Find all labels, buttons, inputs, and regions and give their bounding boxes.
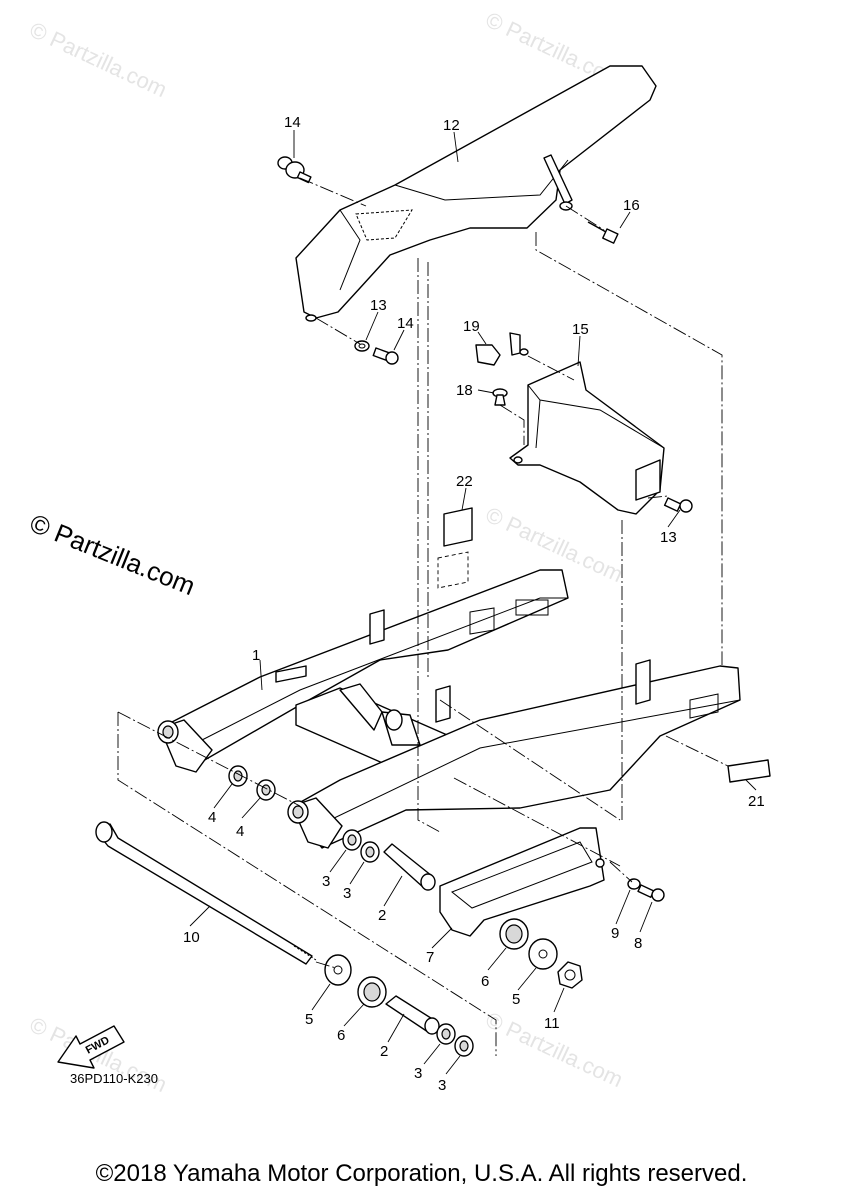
callout-7: 7 [426,949,434,966]
callout-5-a: 5 [512,991,520,1008]
callout-14: 14 [397,315,414,332]
bolt-18 [587,221,619,244]
callout-labels: 14 12 16 13 14 19 15 18 22 13 1 21 4 4 3… [183,114,765,1094]
bearing-3-b [360,841,380,863]
callout-2-b: 2 [380,1043,388,1060]
callout-13: 13 [370,297,387,314]
seal-6-left [357,976,387,1008]
seal-6-right [499,918,529,950]
callout-3-a: 3 [322,873,330,890]
bearing-3-d [454,1035,474,1057]
callout-20: 19 [463,318,480,335]
callout-11: 11 [544,1015,560,1032]
callout-2-a: 2 [378,907,386,924]
callout-5-b: 5 [305,1011,313,1028]
leader-lines [189,130,757,1075]
callout-10: 10 [183,929,200,946]
callout-17: 15 [572,321,589,338]
collar-2-a [383,843,436,891]
bolt-15 [663,497,693,513]
callout-4-b: 4 [236,823,244,840]
callout-19: 18 [456,382,473,399]
callout-6-a: 6 [481,973,489,990]
bolt-8 [637,884,665,902]
fwd-arrow-icon: FWD [57,1025,125,1069]
bolt-16 [277,156,312,184]
washer-13-bolt-14 [354,340,399,365]
watermark-faint: © Partzilla.com [26,17,171,102]
callout-8: 8 [634,935,642,952]
callout-3-c: 3 [414,1065,422,1082]
label-21 [727,759,771,783]
callout-22: 22 [456,473,473,490]
bearing-3-a [342,829,362,851]
callout-16: 14 [284,114,301,131]
callout-1: 1 [252,647,260,664]
drawing-code: 36PD110-K230 [70,1071,158,1086]
clamp-20 [475,332,529,366]
callout-4-a: 4 [208,809,216,826]
rear-arm-1 [157,569,741,849]
guard-17 [509,361,665,515]
callout-3-d: 3 [438,1077,446,1094]
nut-11 [557,961,583,989]
washer-5-left [324,954,352,986]
callout-12: 12 [443,117,460,134]
bearing-4-b [256,779,276,801]
copyright-notice: ©2018 Yamaha Motor Corporation, U.S.A. A… [95,1160,748,1187]
callout-18: 16 [623,197,640,214]
rivet-19 [492,388,508,406]
bearing-3-c [436,1023,456,1045]
watermark-prominent: © Partzilla.com [26,508,200,601]
assembly-lines [117,177,729,1056]
callout-9: 9 [611,925,619,942]
label-22 [437,507,473,589]
callout-15: 13 [660,529,677,546]
bearing-4-a [228,765,248,787]
chain-case-12 [295,65,657,322]
callout-21: 21 [748,793,765,810]
washer-5-right [528,938,558,970]
callout-6-b: 6 [337,1027,345,1044]
callout-3-b: 3 [343,885,351,902]
collar-2-b [385,995,440,1035]
pivot-shaft-10 [95,821,317,965]
chain-puller-7 [439,827,605,937]
